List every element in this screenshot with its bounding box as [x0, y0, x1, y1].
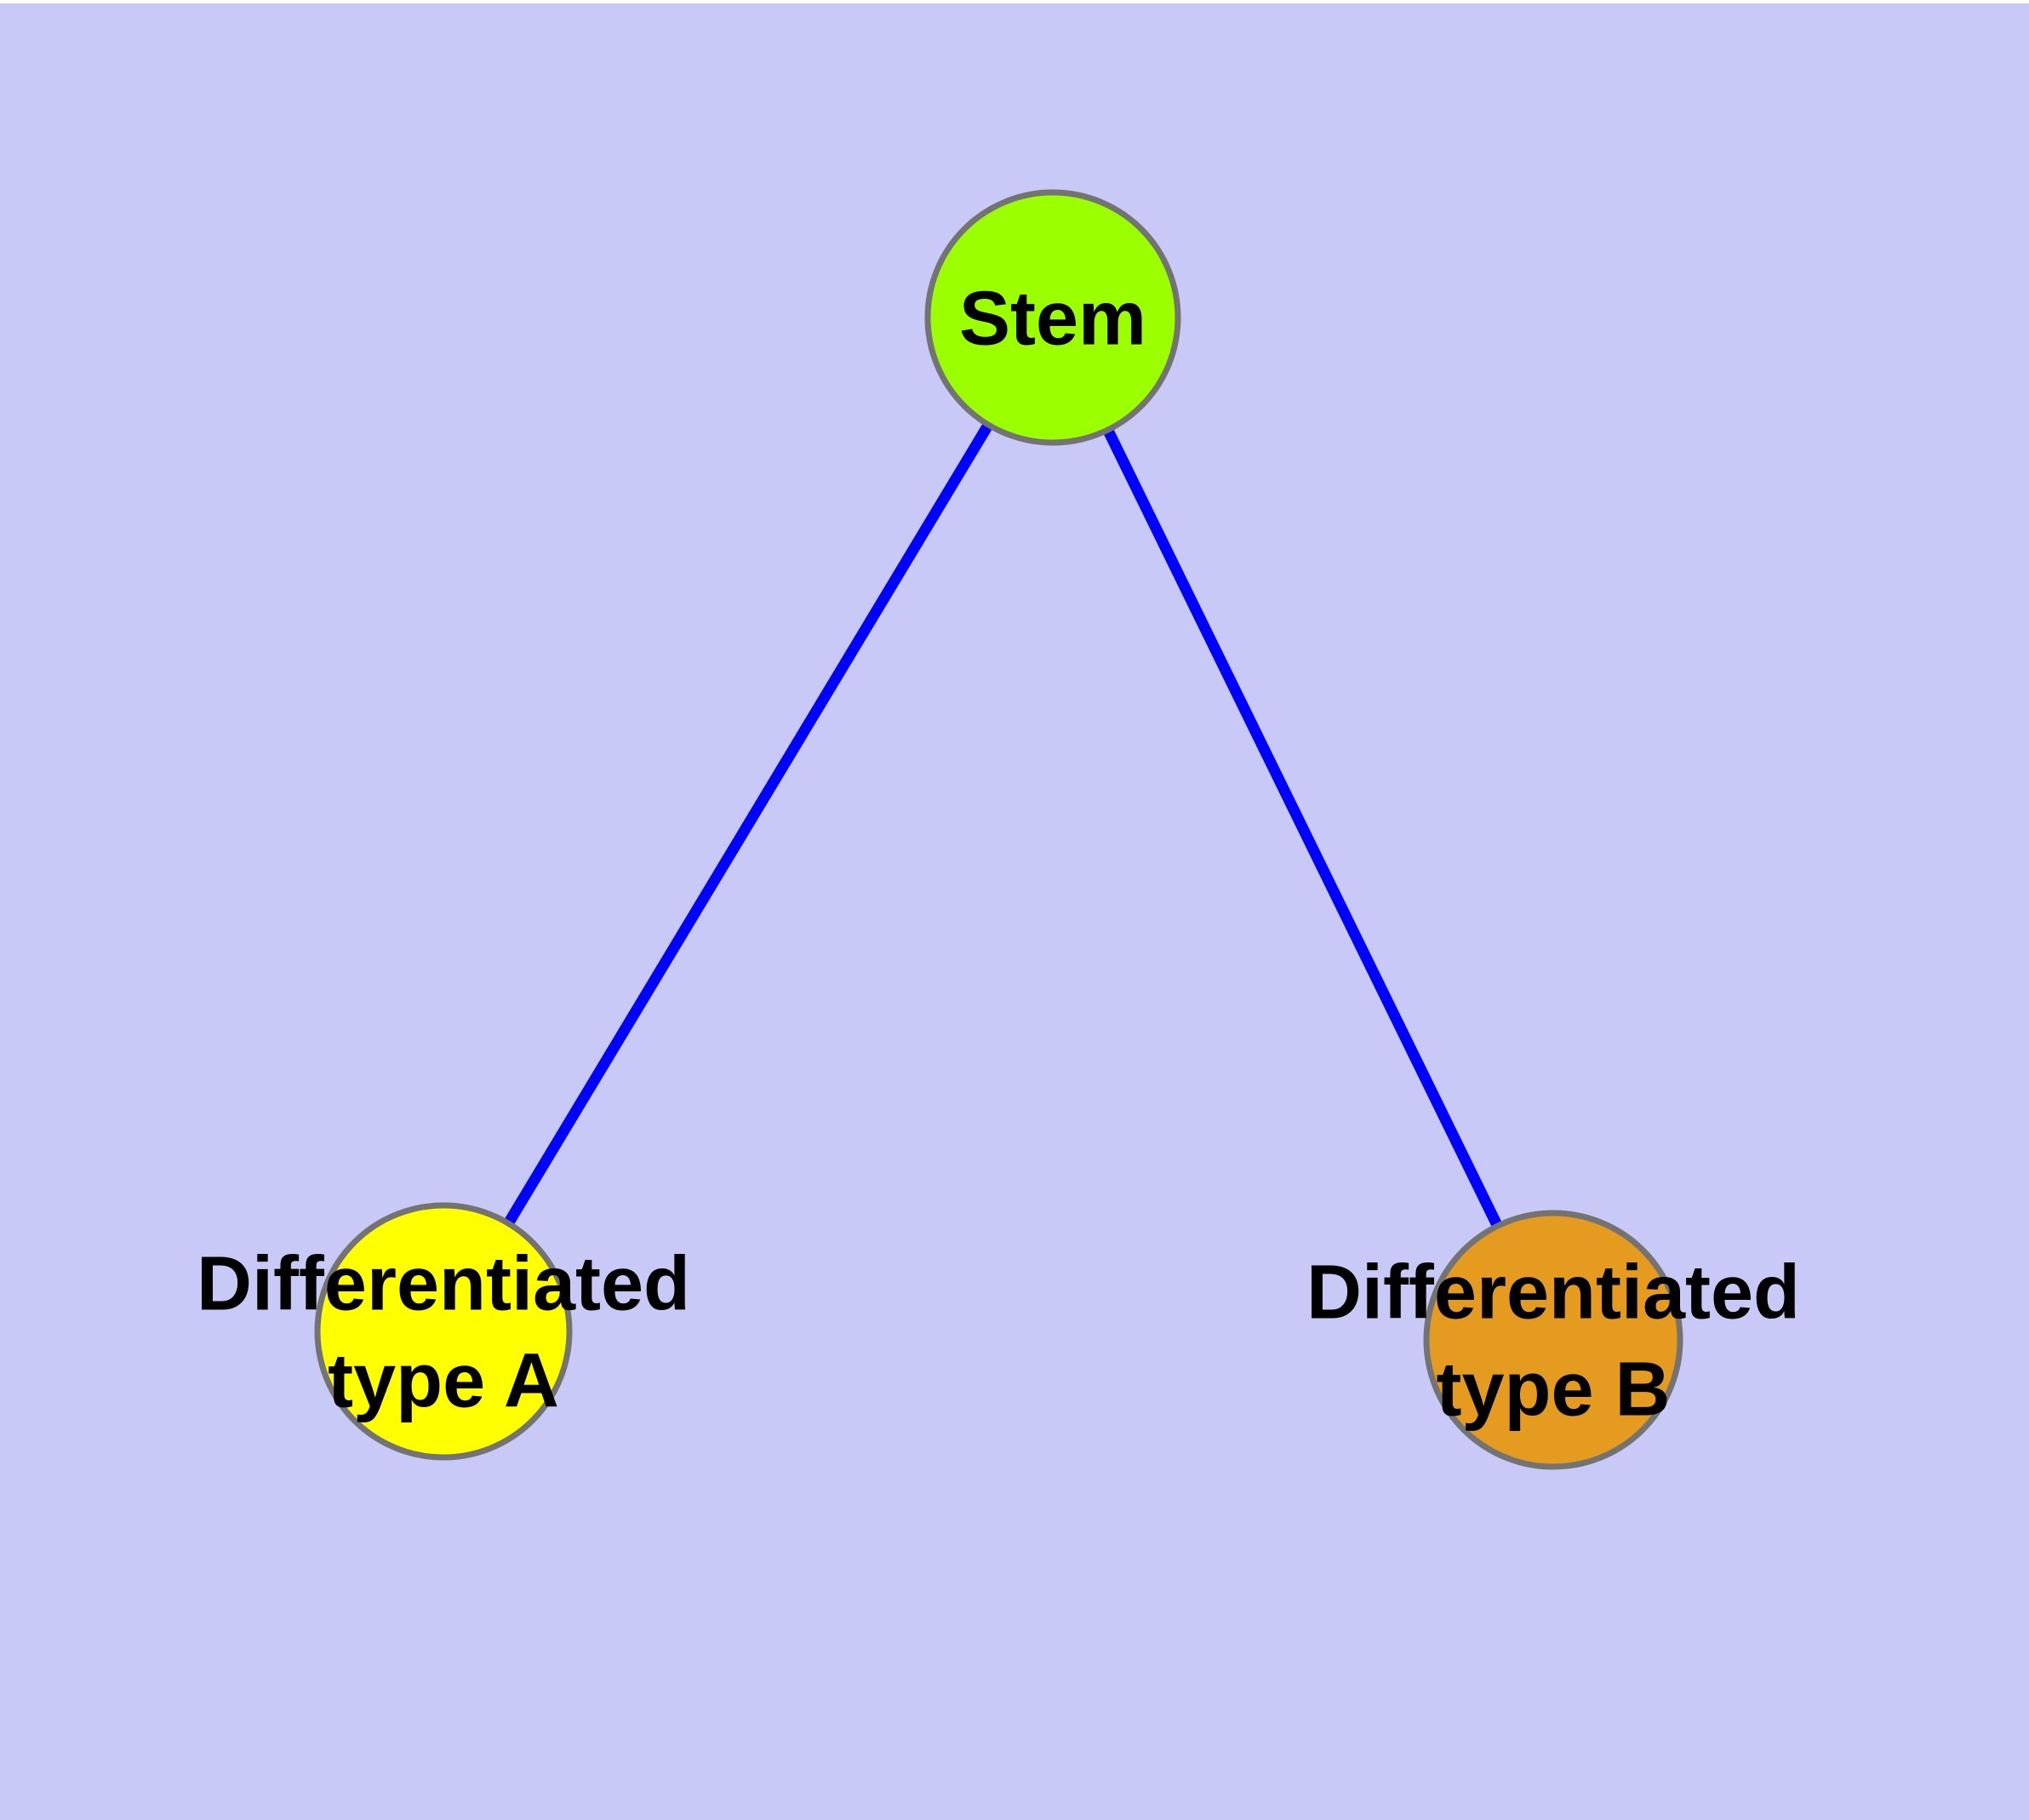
stem-node-label: Stem — [959, 277, 1146, 362]
labels-layer: Stem Differentiated type A Differentiate… — [197, 277, 1800, 1433]
differentiated-type-a-label-line1: Differentiated — [197, 1242, 690, 1327]
edges-layer — [438, 314, 1558, 1342]
differentiated-type-b-node-circle — [1423, 1210, 1683, 1470]
top-edge-strip — [0, 0, 2029, 3]
nodes-layer — [314, 189, 1683, 1470]
edge-stem-to-type-b — [1048, 315, 1558, 1342]
differentiated-type-a-label-line2: type A — [328, 1339, 559, 1424]
differentiated-type-b-label-line1: Differentiated — [1306, 1251, 1800, 1336]
differentiated-type-b-label-line2: type B — [1436, 1348, 1670, 1433]
stem-node-circle — [924, 189, 1181, 446]
differentiated-type-a-node-circle — [314, 1202, 573, 1461]
edge-stem-to-type-a — [438, 314, 1058, 1335]
